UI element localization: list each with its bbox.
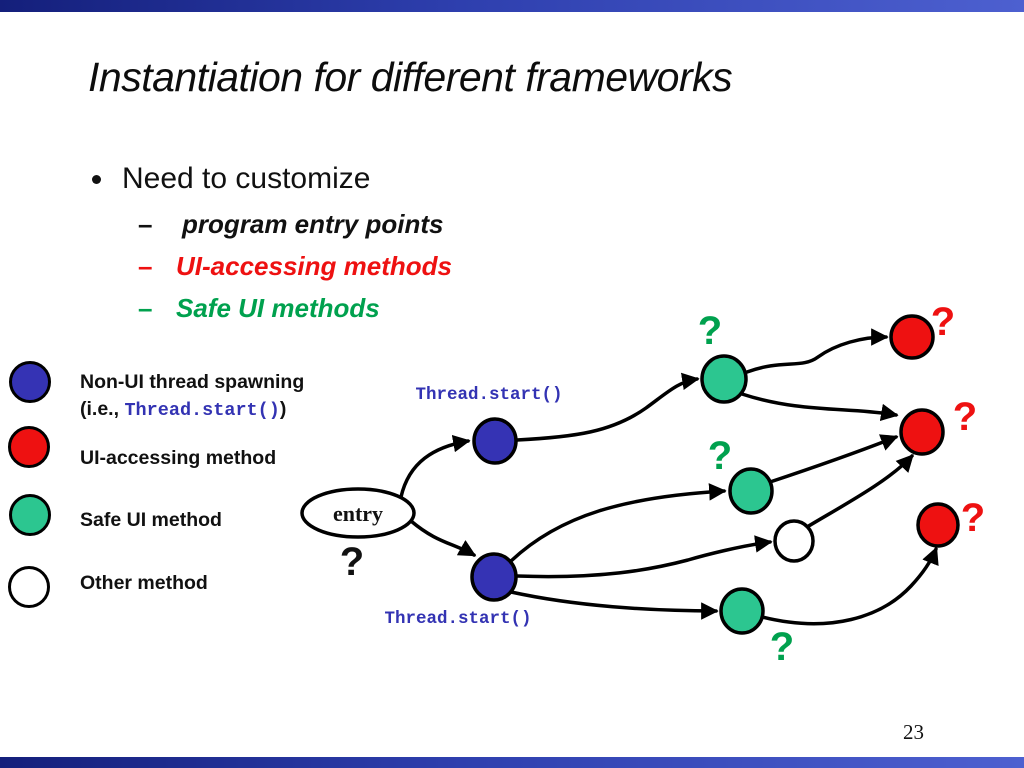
sub-bullet-dash: – bbox=[138, 209, 153, 239]
thread-start-label-top: Thread.start() bbox=[415, 385, 562, 405]
edge-green-top-to-red-top bbox=[745, 328, 889, 374]
node-red-top bbox=[889, 314, 935, 360]
entry-node-label: entry bbox=[333, 501, 383, 526]
legend-label-non-ui-thread-line1: Non-UI thread spawning bbox=[80, 371, 305, 393]
question-mark-red-top: ? bbox=[931, 300, 955, 344]
bullet-main: Need to customize bbox=[122, 162, 371, 195]
edge-green-bottom-to-red-bottom bbox=[760, 546, 939, 626]
legend-swatch-safe-ui bbox=[9, 494, 51, 536]
legend-label-safe-ui: Safe UI method bbox=[80, 509, 222, 531]
node-blue-bottom bbox=[470, 552, 518, 602]
edge-entry-to-blue-bottom bbox=[409, 519, 477, 557]
question-mark-green-middle: ? bbox=[708, 434, 732, 478]
legend-code-thread-start: Thread.start() bbox=[124, 400, 280, 421]
edge-blue-bottom-to-green-middle bbox=[509, 483, 727, 563]
edge-green-top-to-red-middle bbox=[740, 392, 899, 422]
question-mark-green-bottom: ? bbox=[770, 625, 794, 669]
legend-label-ui-accessing: UI-accessing method bbox=[80, 447, 277, 469]
node-red-bottom bbox=[916, 502, 960, 548]
bullet-dot-icon bbox=[92, 175, 101, 184]
edge-white-to-red-middle bbox=[805, 454, 914, 529]
page-number: 23 bbox=[903, 720, 924, 744]
node-white-other bbox=[773, 519, 815, 563]
slide-title: Instantiation for different frameworks bbox=[88, 54, 733, 100]
question-mark-green-top: ? bbox=[698, 309, 722, 353]
legend-label-non-ui-thread-line2: (i.e., Thread.start()) bbox=[80, 398, 287, 421]
legend-label-other: Other method bbox=[80, 572, 208, 594]
node-red-middle bbox=[899, 408, 945, 456]
entry-node bbox=[300, 487, 416, 539]
sub-bullet-dash: – bbox=[138, 293, 153, 323]
thread-start-label-bottom: Thread.start() bbox=[384, 609, 531, 629]
node-green-top bbox=[700, 354, 748, 404]
edge-green-middle-to-red-middle bbox=[768, 434, 899, 484]
top-gradient-bar bbox=[0, 0, 1024, 12]
question-mark-entry: ? bbox=[340, 540, 364, 584]
node-green-bottom bbox=[719, 587, 765, 635]
edge-blue-top-to-green-top bbox=[515, 372, 700, 442]
node-blue-top bbox=[472, 417, 518, 465]
question-mark-red-bottom: ? bbox=[961, 496, 985, 540]
node-green-middle bbox=[728, 467, 774, 515]
legend-swatch-non-ui-thread bbox=[9, 361, 51, 403]
legend-swatch-ui-accessing bbox=[8, 426, 50, 468]
question-mark-red-middle: ? bbox=[953, 395, 977, 439]
sub-bullet-dash: – bbox=[138, 251, 153, 281]
edge-blue-bottom-to-white bbox=[515, 535, 773, 579]
bottom-gradient-bar bbox=[0, 757, 1024, 768]
legend-swatch-other bbox=[8, 566, 50, 608]
edge-entry-to-blue-top bbox=[399, 434, 471, 499]
edge-blue-bottom-to-green-bottom bbox=[509, 590, 719, 620]
